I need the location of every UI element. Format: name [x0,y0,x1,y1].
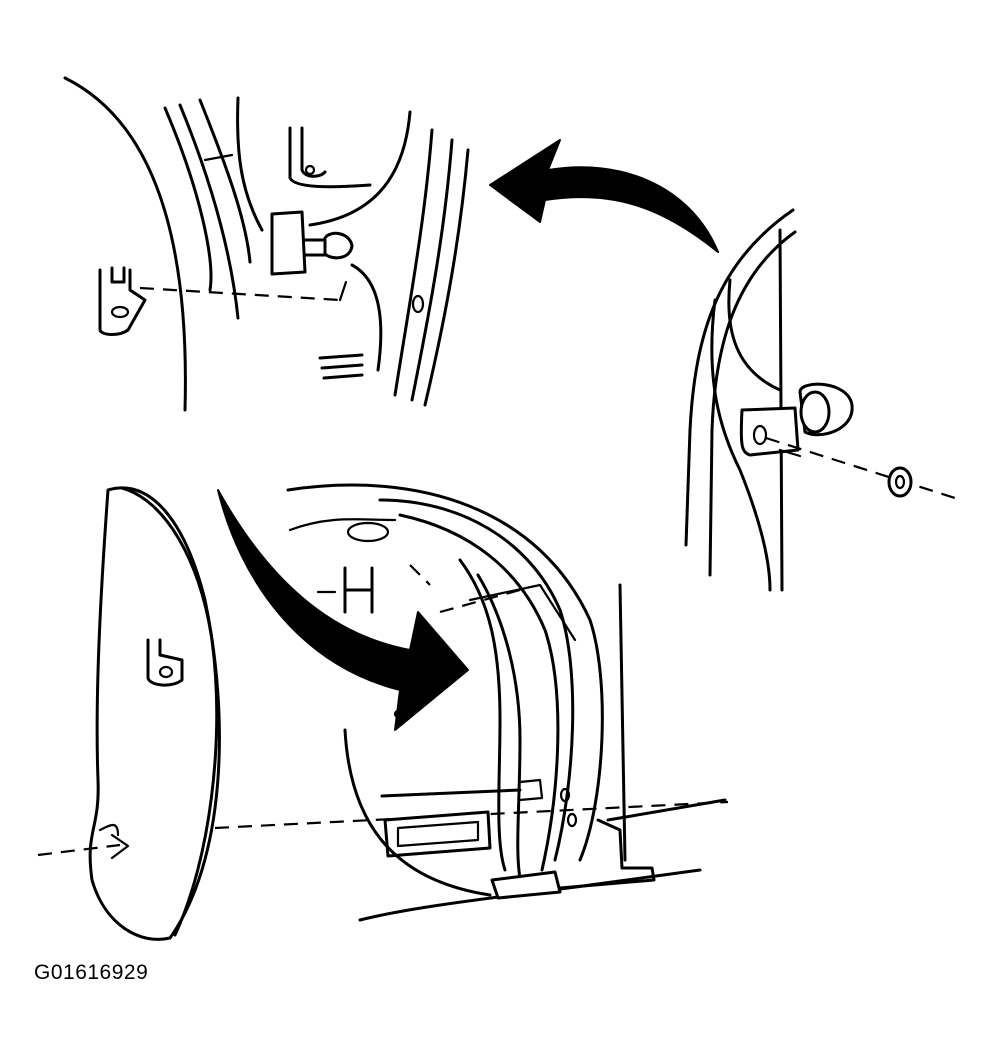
upper-fender-detail [63,76,470,412]
figure-id-label: G01616929 [34,961,149,984]
wheel-well-structure [286,483,727,922]
fender-liner-panel [37,486,729,941]
right-clip-detail [684,208,956,592]
curved-arrow-down-right-icon [217,489,469,731]
curved-arrow-left-icon [489,139,719,253]
